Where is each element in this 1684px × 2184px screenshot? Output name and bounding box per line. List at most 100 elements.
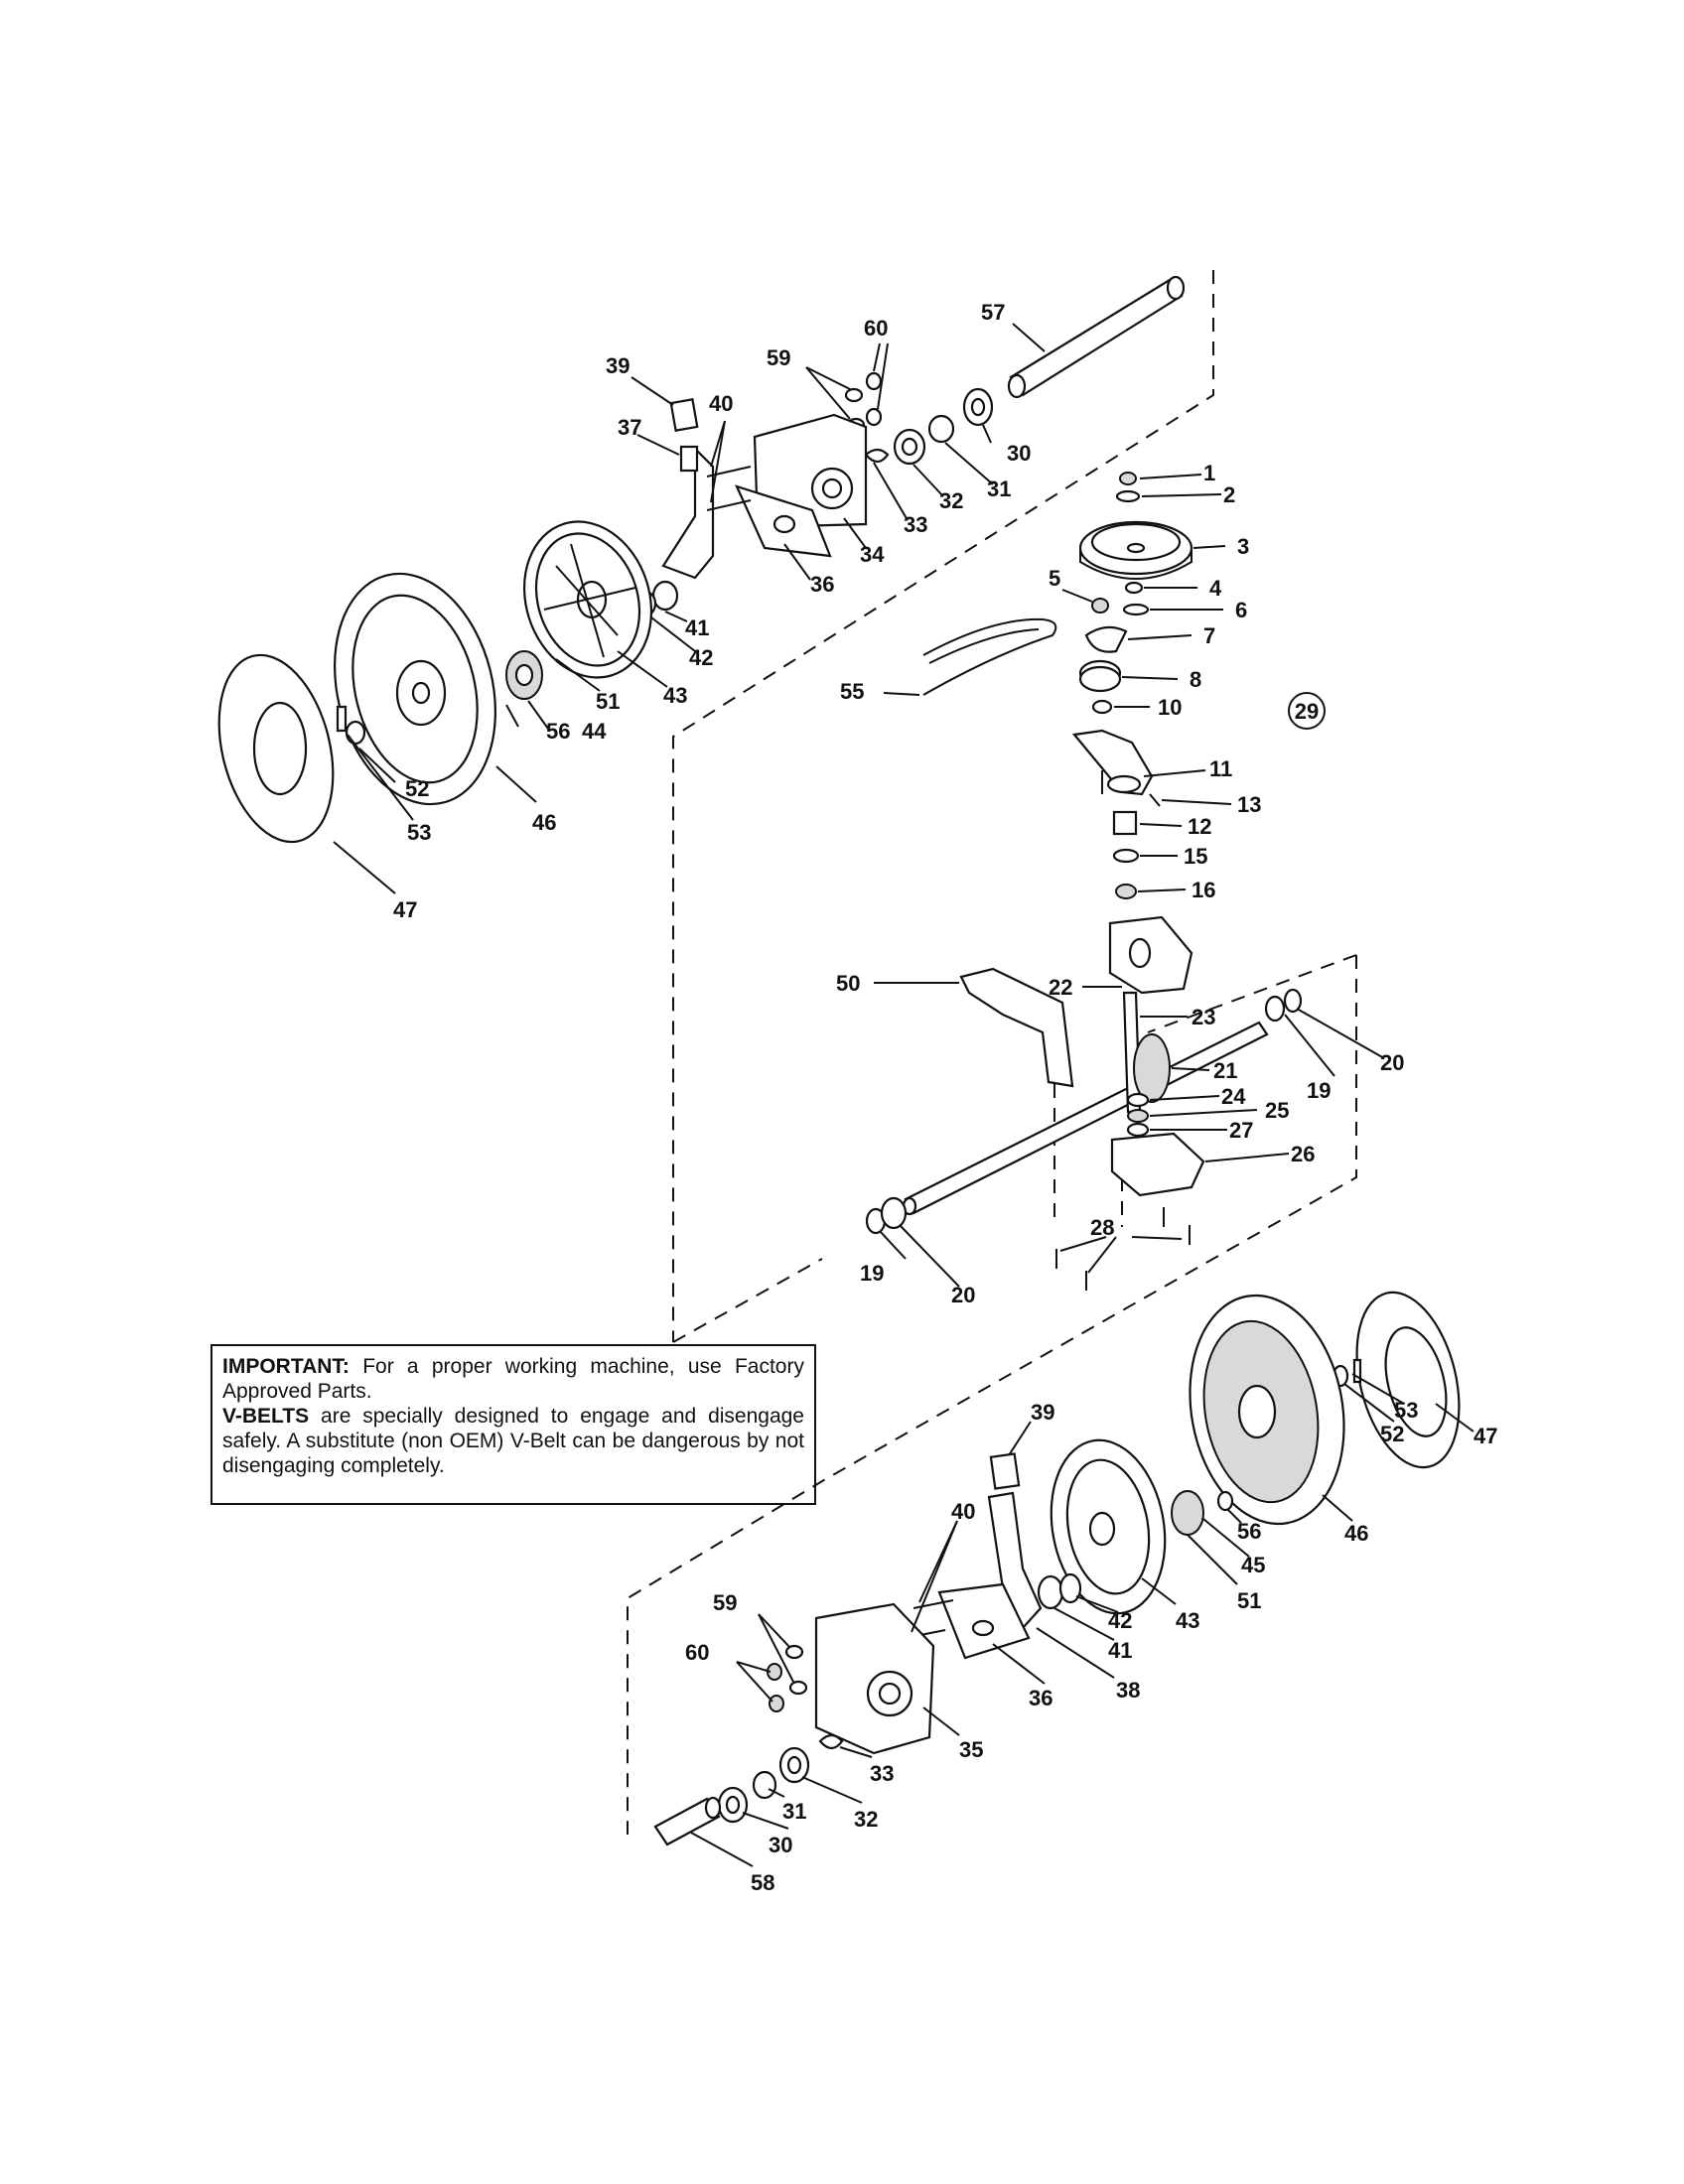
worm-gear-21 <box>1133 1033 1171 1103</box>
callout-21: 21 <box>1213 1058 1237 1083</box>
top-left-assembly <box>217 275 1186 844</box>
vbelts-text: are specially designed to engage and dis… <box>222 1405 804 1477</box>
callout-30: 30 <box>1007 441 1031 466</box>
callout-28: 28 <box>1090 1215 1114 1240</box>
important-text: For a proper working machine, use Factor… <box>222 1355 804 1403</box>
callout-56: 56 <box>546 719 570 744</box>
callout-38: 38 <box>1116 1678 1140 1703</box>
callout-8: 8 <box>1190 667 1201 692</box>
callout-19: 19 <box>1307 1078 1331 1103</box>
axle-tube-58 <box>653 1796 722 1846</box>
callout-26: 26 <box>1291 1142 1315 1166</box>
callout-41-bottom: 41 <box>1108 1638 1132 1663</box>
callout-16: 16 <box>1192 878 1215 902</box>
callout-35: 35 <box>959 1737 983 1762</box>
callout-59: 59 <box>767 345 790 370</box>
v-belt-55 <box>922 617 1057 696</box>
callout-labels-bottom-right: 53 52 47 39 40 46 56 45 51 43 42 41 59 6… <box>685 1398 1497 1895</box>
lever-37-top <box>661 446 715 580</box>
callout-labels-center: 1 2 3 4 5 6 7 8 55 10 11 13 12 15 16 50 … <box>836 461 1404 1307</box>
callout-31-bottom: 31 <box>782 1799 806 1824</box>
callout-33-bottom: 33 <box>870 1761 894 1786</box>
callout-36-bottom: 36 <box>1029 1686 1052 1710</box>
callout-30-bottom: 30 <box>769 1833 792 1857</box>
callout-47: 47 <box>393 897 417 922</box>
pulley-3 <box>1078 520 1193 580</box>
diagram-id-badge: 29 <box>1288 692 1326 730</box>
callout-22: 22 <box>1049 975 1072 1000</box>
callout-20-lower: 20 <box>951 1283 975 1307</box>
callout-52-bottom: 52 <box>1380 1422 1404 1446</box>
gearbox-lower-26 <box>1110 1132 1205 1197</box>
callout-46: 46 <box>532 810 556 835</box>
callout-42: 42 <box>689 645 713 670</box>
callout-40-bottom: 40 <box>951 1499 975 1524</box>
callout-6: 6 <box>1235 598 1247 622</box>
callout-12: 12 <box>1188 814 1211 839</box>
tire-46-top <box>334 572 496 806</box>
callout-15: 15 <box>1184 844 1207 869</box>
callout-7: 7 <box>1203 623 1215 648</box>
callout-labels-top-left: 57 60 59 39 40 37 30 31 32 33 34 36 41 4… <box>393 300 1031 922</box>
callout-45: 45 <box>1241 1553 1265 1577</box>
callout-32-bottom: 32 <box>854 1807 878 1832</box>
callout-59-bottom: 59 <box>713 1590 737 1615</box>
callout-25: 25 <box>1265 1098 1289 1123</box>
callout-50: 50 <box>836 971 860 996</box>
callout-3: 3 <box>1237 534 1249 559</box>
transmission-assembly <box>865 472 1303 1291</box>
important-notice-box: IMPORTANT: For a proper working machine,… <box>210 1344 816 1505</box>
callout-23: 23 <box>1192 1005 1215 1029</box>
callout-56-bottom: 56 <box>1237 1519 1261 1544</box>
drive-wheel-43-top <box>522 520 653 679</box>
callout-24: 24 <box>1221 1084 1246 1109</box>
callout-40: 40 <box>709 391 733 416</box>
hubcap-47-bottom <box>1355 1291 1461 1469</box>
callout-36: 36 <box>810 572 834 597</box>
callout-2: 2 <box>1223 482 1235 507</box>
callout-37: 37 <box>618 415 641 440</box>
callout-42-bottom: 42 <box>1108 1608 1132 1633</box>
leader-lines <box>333 323 1474 1867</box>
callout-13: 13 <box>1237 792 1261 817</box>
callout-44: 44 <box>582 719 607 744</box>
callout-33: 33 <box>904 512 927 537</box>
pinion-45 <box>1171 1490 1204 1536</box>
callout-51-bottom: 51 <box>1237 1588 1261 1613</box>
bracket-50 <box>959 967 1074 1088</box>
callout-4: 4 <box>1209 576 1222 601</box>
callout-46-bottom: 46 <box>1344 1521 1368 1546</box>
rear-axle <box>902 1021 1269 1216</box>
callout-52: 52 <box>405 776 429 801</box>
bottom-right-assembly <box>653 1291 1461 1846</box>
bushing-31-top <box>927 414 955 444</box>
callout-60-bottom: 60 <box>685 1640 709 1665</box>
callout-31: 31 <box>987 477 1011 501</box>
important-heading: IMPORTANT: <box>222 1355 350 1378</box>
callout-51: 51 <box>596 689 620 714</box>
callout-43: 43 <box>663 683 687 708</box>
callout-43-bottom: 43 <box>1176 1608 1199 1633</box>
callout-39-bottom: 39 <box>1031 1400 1054 1425</box>
drive-wheel-43-bottom <box>1050 1438 1167 1615</box>
callout-11: 11 <box>1209 756 1232 781</box>
callout-27: 27 <box>1229 1118 1253 1143</box>
vbelts-heading: V-BELTS <box>222 1405 310 1428</box>
diagram-id: 29 <box>1295 699 1319 724</box>
callout-53-bottom: 53 <box>1394 1398 1418 1423</box>
callout-47-bottom: 47 <box>1474 1424 1497 1448</box>
callout-19-lower: 19 <box>860 1261 884 1286</box>
tire-46-bottom <box>1189 1294 1345 1526</box>
callout-32: 32 <box>939 488 963 513</box>
hubcap-47-top <box>217 653 335 844</box>
callout-34: 34 <box>860 542 885 567</box>
callout-55: 55 <box>840 679 864 704</box>
callout-5: 5 <box>1049 566 1060 591</box>
callout-41: 41 <box>685 615 709 640</box>
axle-tube-57 <box>1007 275 1186 399</box>
callout-57: 57 <box>981 300 1005 325</box>
callout-20: 20 <box>1380 1050 1404 1075</box>
callout-58: 58 <box>751 1870 774 1895</box>
callout-1: 1 <box>1203 461 1215 485</box>
